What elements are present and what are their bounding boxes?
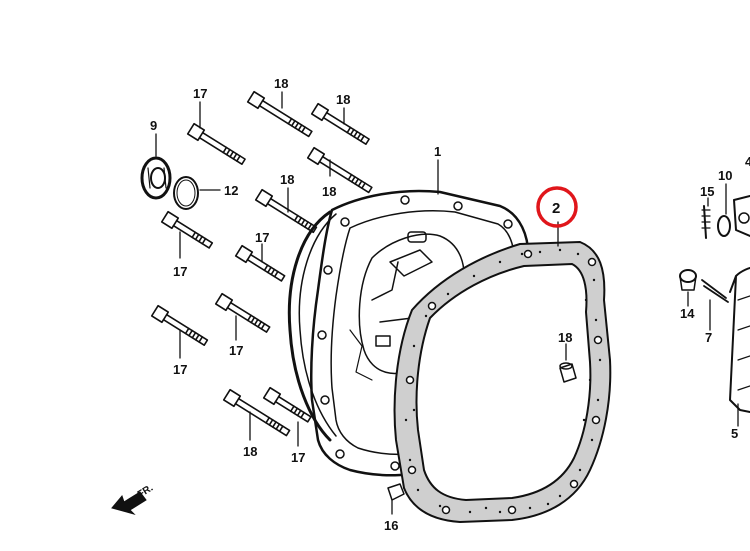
callout-17-bottom-left: 17 bbox=[173, 362, 187, 377]
callout-18-top: 18 bbox=[274, 76, 288, 91]
callout-16: 16 bbox=[384, 518, 398, 533]
callout-18-mid: 18 bbox=[280, 172, 294, 187]
bolt-17-f bbox=[262, 386, 312, 423]
highlight-circle bbox=[536, 186, 578, 228]
callout-partial-top-right: 4 bbox=[745, 154, 750, 169]
callout-18-bottom: 18 bbox=[243, 444, 257, 459]
callout-17-bottom: 17 bbox=[291, 450, 305, 465]
callout-7: 7 bbox=[705, 330, 712, 345]
callout-9: 9 bbox=[150, 118, 157, 133]
bolt-17-e bbox=[150, 304, 209, 346]
callout-15: 15 bbox=[700, 184, 714, 199]
callout-18-mid-right: 18 bbox=[322, 184, 336, 199]
bolt-17-c bbox=[234, 244, 286, 282]
bolt-17-b bbox=[160, 210, 214, 249]
bolt-17-d bbox=[214, 292, 271, 333]
o-ring bbox=[173, 176, 199, 210]
callout-17-mid: 17 bbox=[255, 230, 269, 245]
callout-5: 5 bbox=[731, 426, 738, 441]
bolt-group bbox=[150, 90, 373, 437]
callout-1: 1 bbox=[434, 144, 441, 159]
bolt-18-e bbox=[222, 388, 291, 437]
callout-17-left: 17 bbox=[173, 264, 187, 279]
bolt-18-a bbox=[246, 90, 313, 138]
gasket-texture bbox=[404, 248, 602, 514]
callout-2-highlight: 2 bbox=[536, 186, 578, 228]
callout-10: 10 bbox=[718, 168, 732, 183]
oil-seal bbox=[140, 156, 172, 200]
cover-gasket bbox=[393, 240, 612, 524]
bolt-17-a bbox=[186, 122, 246, 166]
callout-18-dowel: 18 bbox=[558, 330, 572, 345]
callout-14: 14 bbox=[680, 306, 695, 321]
leader-lines bbox=[155, 91, 739, 515]
dowel-pin-right bbox=[559, 362, 577, 383]
callout-2: 2 bbox=[552, 200, 560, 217]
arrow-icon bbox=[111, 491, 147, 515]
bolt-18-b bbox=[310, 102, 370, 146]
bolt-18-d bbox=[254, 188, 318, 234]
bolt-18-c bbox=[306, 146, 373, 194]
callout-18-upper-right: 18 bbox=[336, 92, 350, 107]
callout-17-top: 17 bbox=[193, 86, 207, 101]
front-direction-arrow: FR. bbox=[111, 483, 155, 515]
callout-12: 12 bbox=[224, 183, 238, 198]
right-side-parts bbox=[679, 195, 750, 413]
callout-17-lower: 17 bbox=[229, 343, 243, 358]
